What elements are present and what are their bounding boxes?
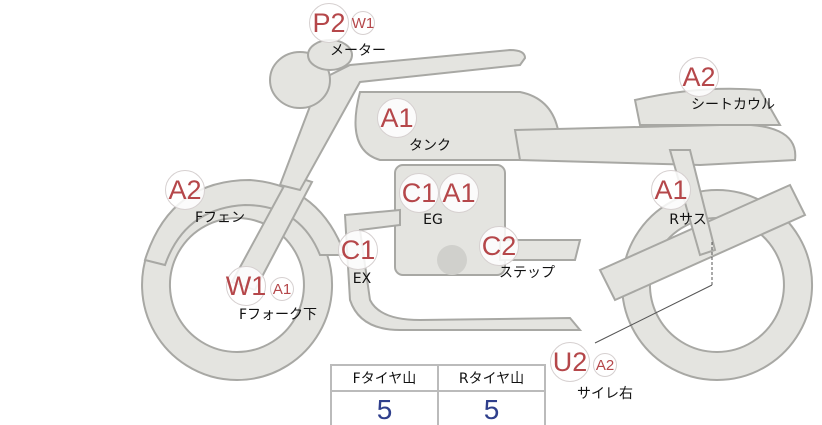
meter-label: メーター (330, 43, 386, 59)
muffler-r-label: サイレ右 (577, 386, 633, 402)
ex-code-1[interactable]: C1 (338, 230, 378, 270)
seat-cowl-code-1[interactable]: A2 (679, 57, 719, 97)
eg-label: EG (423, 212, 443, 228)
muffler-r-code-1[interactable]: U2 (550, 342, 590, 382)
tank-label: タンク (409, 138, 451, 154)
f-tire-header: Fタイヤ山 (330, 364, 439, 392)
step-code-1[interactable]: C2 (479, 226, 519, 266)
r-sus-label: Rサス (669, 212, 707, 228)
seat-cowl-label: シートカウル (691, 97, 775, 113)
ex-label: EX (352, 271, 372, 287)
tank-code-1[interactable]: A1 (377, 98, 417, 138)
meter-code-1[interactable]: P2 (309, 3, 349, 43)
r-tire-header: Rタイヤ山 (437, 364, 546, 392)
eg-code-2[interactable]: A1 (439, 173, 479, 213)
f-fork-code-2[interactable]: A1 (270, 277, 294, 301)
f-tire-value: 5 (330, 390, 439, 425)
step-label: ステップ (499, 265, 555, 281)
f-fender-label: Fフェン (194, 210, 246, 226)
r-sus-code-1[interactable]: A1 (651, 170, 691, 210)
exhaust-pipe (343, 208, 583, 331)
eg-code-1[interactable]: C1 (399, 173, 439, 213)
f-fender-code-1[interactable]: A2 (165, 170, 205, 210)
f-fork-label: Fフォーク下 (238, 307, 318, 323)
handlebar (278, 48, 527, 192)
f-fork-code-1[interactable]: W1 (226, 266, 266, 306)
r-tire-value: 5 (437, 390, 546, 425)
muffler-r-code-2[interactable]: A2 (593, 353, 617, 377)
seat (513, 123, 797, 167)
meter-code-2[interactable]: W1 (351, 11, 375, 35)
